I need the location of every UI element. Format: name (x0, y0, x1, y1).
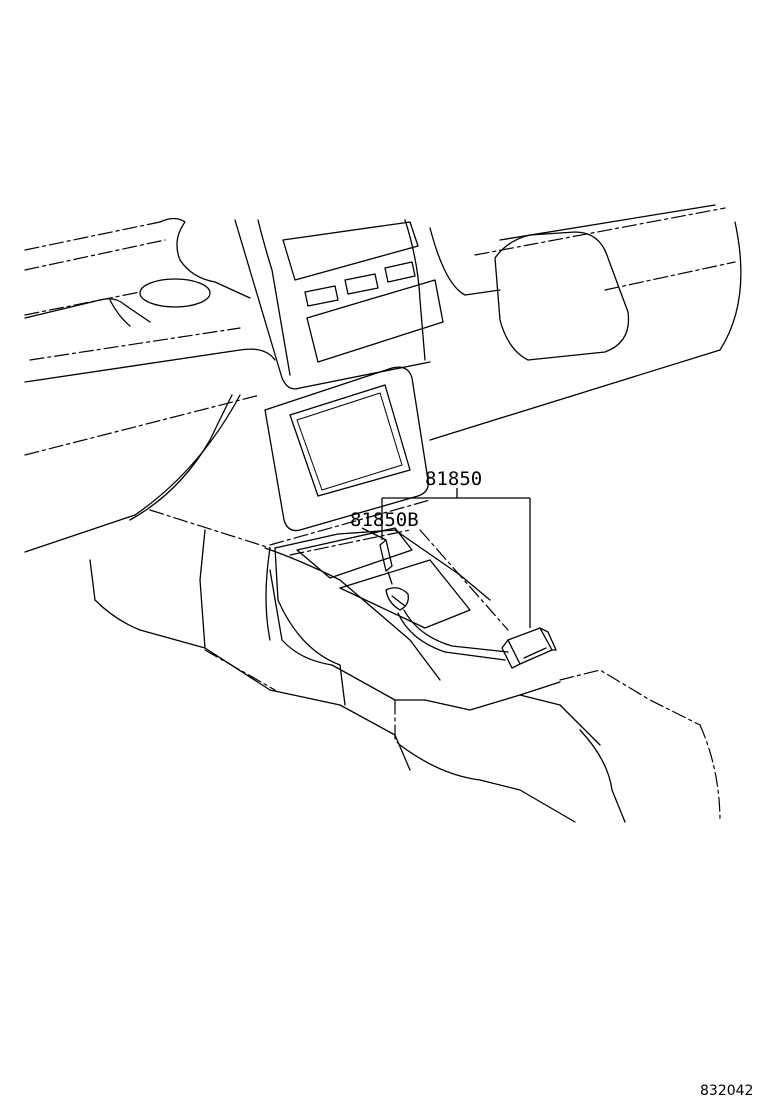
wire-harness (379, 539, 509, 661)
lower-panels (89, 499, 431, 771)
dashboard-outline (24, 217, 276, 553)
callout-81850: 81850 (425, 468, 482, 490)
passenger-dash (429, 204, 742, 441)
center-console (264, 527, 721, 823)
callout-81850b: 81850B (350, 509, 419, 531)
connector-81850 (501, 627, 557, 669)
leader-lines (361, 488, 531, 628)
center-stack (234, 219, 444, 532)
figure-reference-code: 832042 (700, 1083, 753, 1099)
